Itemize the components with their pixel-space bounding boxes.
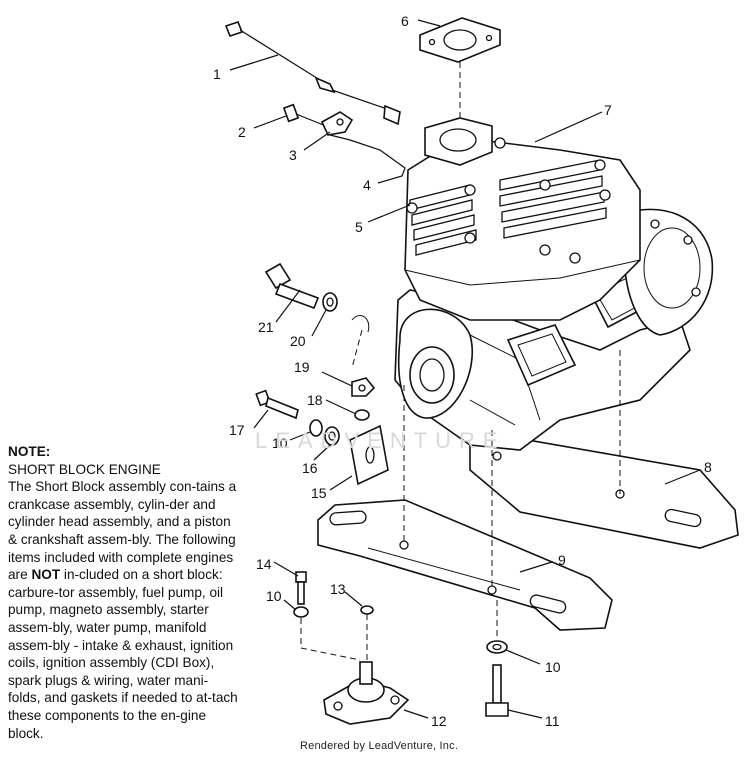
callout-3: 3	[289, 147, 297, 163]
callout-1: 1	[213, 66, 221, 82]
callout-19: 19	[294, 359, 310, 375]
crankcase	[394, 266, 691, 451]
washer-10-upper	[309, 419, 323, 437]
engine-mount-plate-8	[469, 429, 739, 549]
callout-10-lower-right: 10	[545, 659, 561, 675]
callout-21: 21	[258, 319, 274, 335]
callout-20: 20	[290, 333, 306, 349]
callout-10-upper: 10	[272, 435, 288, 451]
washer-10-lower-right	[486, 640, 508, 654]
magneto-housing	[619, 208, 714, 336]
callout-16: 16	[302, 460, 318, 476]
cylinder-block	[404, 117, 641, 321]
callout-15: 15	[311, 485, 327, 501]
callout-17: 17	[229, 422, 245, 438]
cable-bracket-3	[320, 111, 354, 136]
credit-line: Rendered by LeadVenture, Inc.	[300, 740, 459, 752]
callout-13: 13	[330, 581, 346, 597]
callout-5: 5	[355, 219, 363, 235]
washer-16	[324, 426, 340, 446]
callout-9: 9	[558, 552, 566, 568]
note-body-before: The Short Block assembly con-tains a cra…	[8, 479, 237, 583]
throttle-cable-1	[224, 21, 401, 126]
alignment-lines	[300, 350, 621, 661]
callout-4: 4	[363, 177, 371, 193]
exhaust-gasket-6	[419, 17, 501, 118]
capscrew-21	[264, 262, 320, 310]
washer-13	[360, 605, 374, 615]
callout-7: 7	[604, 102, 612, 118]
washer-10-lower-left	[293, 606, 309, 618]
callout-2: 2	[238, 124, 246, 140]
note-body: The Short Block assembly con-tains a cra…	[8, 478, 240, 742]
engine-mount-12	[323, 661, 410, 725]
note-body-after: in-cluded on a short block: carbure-tor …	[8, 567, 238, 741]
callout-12: 12	[431, 713, 447, 729]
callout-14: 14	[256, 556, 272, 572]
mount-bracket-15	[349, 424, 389, 486]
screw-2	[282, 103, 327, 127]
callout-18: 18	[307, 392, 323, 408]
nut-19	[351, 377, 376, 397]
callout-labels: 1 2 3 4 5 6 7 8 9 10 10 10 11 12 13 14 1…	[213, 13, 712, 729]
washer-18	[354, 409, 370, 421]
note-emphasis: NOT	[31, 567, 61, 583]
washer-20	[322, 292, 338, 312]
short-block-note: NOTE: SHORT BLOCK ENGINE The Short Block…	[8, 443, 240, 742]
watermark: LEADVENTURE	[255, 428, 506, 453]
note-subtitle: SHORT BLOCK ENGINE	[8, 461, 161, 477]
screw-14	[295, 571, 307, 605]
leader-lines	[229, 19, 701, 719]
callout-8: 8	[704, 459, 712, 475]
engine-mount-plate-9	[317, 499, 613, 631]
callout-11: 11	[545, 713, 560, 729]
callout-6: 6	[401, 13, 409, 29]
hose-clip	[351, 315, 370, 369]
screw-11	[485, 664, 509, 717]
capscrew-17	[255, 389, 299, 420]
callout-10-lower-left: 10	[266, 588, 282, 604]
note-title: NOTE:	[8, 444, 51, 459]
